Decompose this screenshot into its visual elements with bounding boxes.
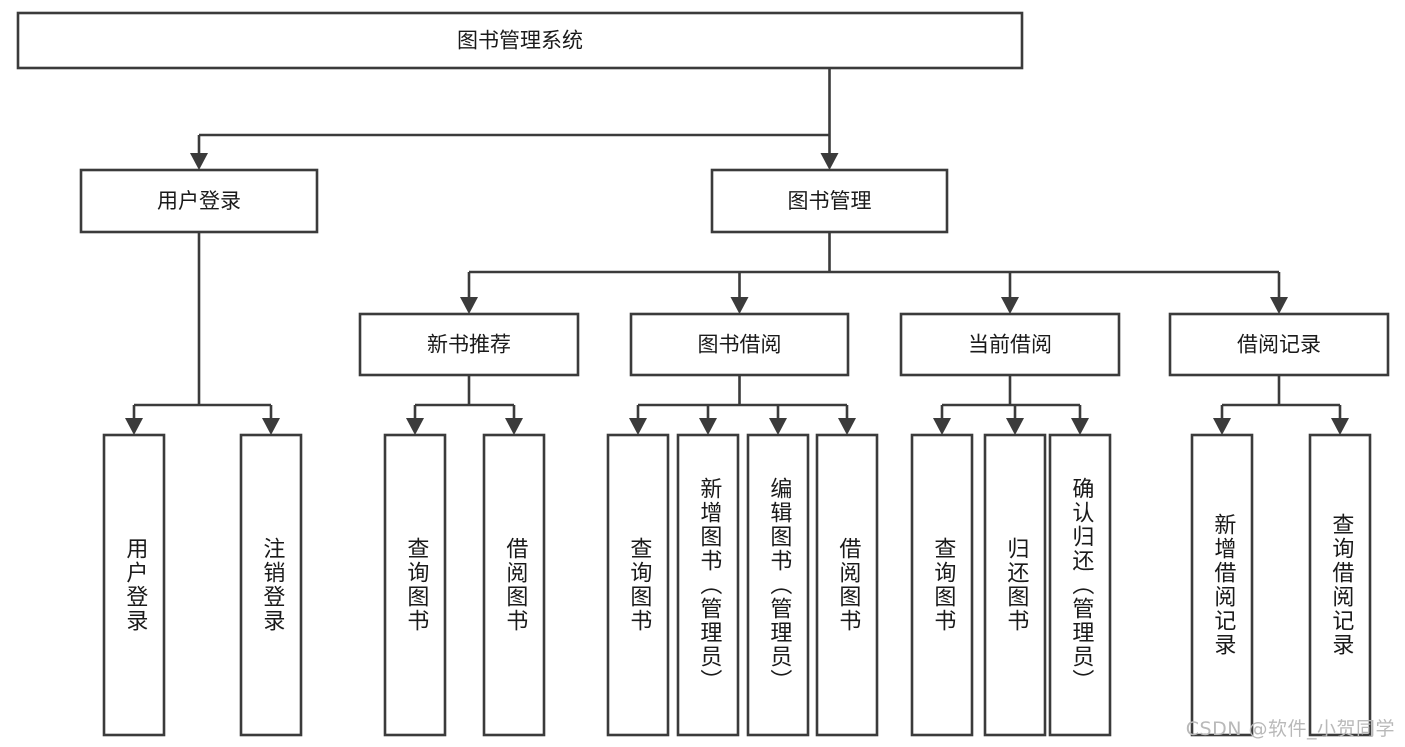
node-level2-0[interactable]: [79, 168, 319, 234]
node-leaf-4[interactable]: [606, 433, 670, 737]
arrow-head-icon: [820, 153, 839, 170]
node-leaf-9[interactable]: [983, 433, 1047, 737]
node-label: 图书借阅: [698, 333, 782, 357]
arrow-head-icon: [460, 297, 478, 314]
arrow-head-icon: [699, 418, 717, 435]
node-level3-3[interactable]: [1168, 312, 1390, 377]
arrow-head-icon: [1071, 418, 1089, 435]
node-level3-1[interactable]: [629, 312, 850, 377]
node-leaf-0[interactable]: [102, 433, 166, 737]
node-leaf-8[interactable]: [910, 433, 974, 737]
arrow-head-icon: [629, 418, 647, 435]
node-leaf-11[interactable]: [1190, 433, 1254, 737]
node-root[interactable]: [16, 11, 1024, 70]
node-label: 新书推荐: [427, 333, 511, 357]
arrow-head-icon: [262, 418, 280, 435]
node-leaf-6[interactable]: [746, 433, 810, 737]
connector-layer: [125, 68, 1349, 435]
arrow-head-icon: [125, 418, 143, 435]
node-level3-0[interactable]: [358, 312, 580, 377]
node-leaf-5[interactable]: [676, 433, 740, 737]
node-label: 借阅记录: [1237, 333, 1321, 357]
watermark-text: CSDN @软件_小贺同学: [1185, 718, 1395, 740]
arrow-head-icon: [1006, 418, 1024, 435]
node-label: 图书管理: [788, 189, 872, 213]
node-leaf-12[interactable]: [1308, 433, 1372, 737]
node-leaf-7[interactable]: [815, 433, 879, 737]
arrow-head-icon: [190, 153, 208, 170]
node-leaf-2[interactable]: [383, 433, 447, 737]
node-label: 用户登录: [157, 189, 241, 213]
arrow-head-icon: [406, 418, 424, 435]
box-layer: [16, 11, 1390, 737]
node-leaf-3[interactable]: [482, 433, 546, 737]
arrow-head-icon: [1001, 297, 1019, 314]
arrow-head-icon: [1270, 297, 1288, 314]
arrow-head-icon: [1331, 418, 1349, 435]
node-leaf-1[interactable]: [239, 433, 303, 737]
arrow-head-icon: [505, 418, 523, 435]
node-leaf-10[interactable]: [1048, 433, 1112, 737]
arrow-head-icon: [1213, 418, 1231, 435]
node-level3-2[interactable]: [899, 312, 1121, 377]
arrow-head-icon: [769, 418, 787, 435]
arrow-head-icon: [730, 297, 749, 314]
arrow-head-icon: [933, 418, 951, 435]
node-label: 当前借阅: [968, 333, 1052, 357]
arrow-head-icon: [838, 418, 856, 435]
node-level2-1[interactable]: [710, 168, 949, 234]
node-label: 图书管理系统: [457, 29, 583, 53]
